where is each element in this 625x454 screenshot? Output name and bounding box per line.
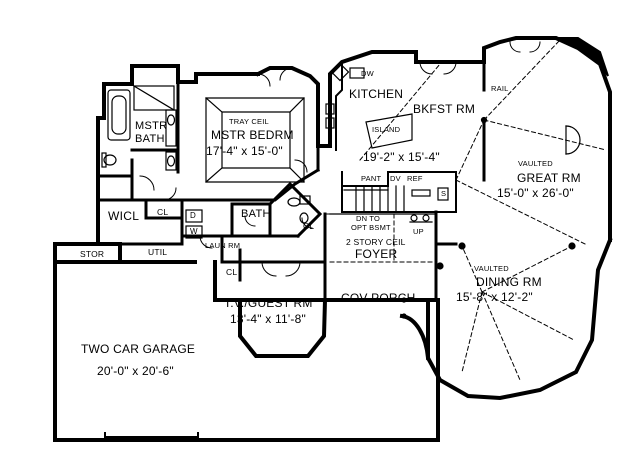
garage-label: TWO CAR GARAGE <box>81 342 196 356</box>
tray-ceil-label: TRAY CEIL <box>229 117 269 126</box>
s-label: S <box>441 189 447 198</box>
mstr-bedrm-label: MSTR BEDRM <box>211 128 294 142</box>
pant-label: PANT <box>361 174 382 183</box>
dw-label: DW <box>361 69 374 78</box>
foyer-ceil-label: 2 STORY CEIL <box>346 237 406 247</box>
mstr-bath-label-2: BATH <box>135 133 165 145</box>
cl-label-2: CL <box>303 221 315 231</box>
porch-curve <box>399 313 431 361</box>
mstr-bedrm-dims: 17'-4" x 15'-0" <box>206 144 283 158</box>
great-rm-dims: 15'-0" x 26'-0" <box>497 186 574 200</box>
great-rm-label: GREAT RM <box>517 171 581 185</box>
bath-label: BATH <box>241 208 271 220</box>
up-label: UP <box>413 227 424 236</box>
dining-rm-label: DINING RM <box>476 275 542 289</box>
garage-dims: 20'-0" x 20'-6" <box>97 364 174 378</box>
dryer-label: D <box>190 211 196 220</box>
doors <box>139 41 541 277</box>
tv-guest-rm-dims: 13'-4" x 11'-8" <box>230 312 306 326</box>
dining-vault-label: VAULTED <box>474 264 509 273</box>
ref-label: REF <box>407 174 423 183</box>
great-rm-vault-label: VAULTED <box>518 159 553 168</box>
util-label: UTIL <box>148 247 168 257</box>
bkfst-rm-label: BKFST RM <box>413 102 476 116</box>
dn-to-label: DN TO <box>356 214 381 223</box>
wicl-label: WICL <box>108 209 140 223</box>
dining-rm-dims: 15'-8" x 12'-2" <box>456 290 533 304</box>
island-label: ISLAND <box>372 125 401 134</box>
laun-rm-label: LAUN RM <box>205 241 241 250</box>
stor-label: STOR <box>80 249 105 259</box>
fixtures <box>101 62 576 319</box>
cl-label-1: CL <box>157 207 169 217</box>
opt-bsmt-label: OPT BSMT <box>351 223 391 232</box>
rail-label: RAIL <box>491 84 509 93</box>
great-room-corner <box>555 37 609 77</box>
great-room-hearth <box>565 125 581 155</box>
garage-door <box>104 432 199 442</box>
vault-lines <box>221 39 607 381</box>
foyer-label: FOYER <box>355 247 398 261</box>
cov-porch-label: COV PORCH <box>341 291 416 305</box>
cl-label-3: CL <box>226 267 238 277</box>
kitchen-label: KITCHEN <box>349 87 404 101</box>
mstr-bath-label-1: MSTR <box>135 120 168 132</box>
tv-guest-rm-label: T.V./GUEST RM <box>224 296 313 310</box>
dv-label: DV <box>390 174 401 183</box>
washer-label: W <box>190 227 198 236</box>
bkfst-rm-dims: 19'-2" x 15'-4" <box>363 150 440 164</box>
interior-walls <box>96 60 486 358</box>
